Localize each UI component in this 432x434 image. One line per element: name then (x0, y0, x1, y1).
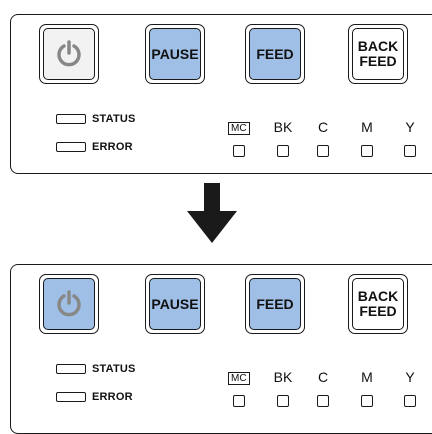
indicator-bk-light (277, 145, 289, 157)
indicator-mc-label: MC (228, 372, 250, 385)
status-label: STATUS (92, 363, 136, 375)
indicator-m-light (361, 145, 373, 157)
power-button-lit[interactable] (39, 274, 99, 334)
status-label: STATUS (92, 113, 136, 125)
indicator-bk-label: BK (273, 119, 293, 135)
indicator-m-light (361, 395, 373, 407)
pause-button-label: PAUSE (149, 278, 201, 330)
power-button[interactable] (39, 24, 99, 84)
indicator-c-light (317, 395, 329, 407)
indicator-c-label: C (317, 369, 329, 385)
error-label: ERROR (92, 391, 133, 403)
back-feed-button[interactable]: BACK FEED (348, 24, 408, 84)
indicator-bk-light (277, 395, 289, 407)
feed-button-label: FEED (249, 28, 301, 80)
status-led-row: STATUS (56, 113, 136, 125)
error-led (56, 392, 86, 402)
indicator-mc-light (233, 395, 245, 407)
indicator-mc-light (233, 145, 245, 157)
error-led (56, 142, 86, 152)
printer-panel-before: PAUSE FEED BACK FEED STATUS ERROR MC BK … (10, 14, 432, 174)
arrow-down-icon (187, 183, 237, 243)
status-led (56, 364, 86, 374)
error-led-row: ERROR (56, 141, 133, 153)
indicator-bk-label: BK (273, 369, 293, 385)
back-feed-button[interactable]: BACK FEED (348, 274, 408, 334)
pause-button[interactable]: PAUSE (145, 274, 205, 334)
indicator-m-label: M (361, 369, 373, 385)
indicator-y-light (404, 145, 416, 157)
printer-panel-after: PAUSE FEED BACK FEED STATUS ERROR MC BK … (10, 264, 432, 434)
pause-button-label: PAUSE (149, 28, 201, 80)
indicator-y-label: Y (405, 369, 415, 385)
back-feed-button-label: BACK FEED (352, 278, 404, 330)
indicator-mc-label: MC (228, 122, 250, 135)
feed-button-label: FEED (249, 278, 301, 330)
indicator-m-label: M (361, 119, 373, 135)
power-icon (57, 290, 81, 317)
indicator-y-light (404, 395, 416, 407)
error-label: ERROR (92, 141, 133, 153)
indicator-c-label: C (317, 119, 329, 135)
status-led-row: STATUS (56, 363, 136, 375)
error-led-row: ERROR (56, 391, 133, 403)
indicator-c-light (317, 145, 329, 157)
pause-button[interactable]: PAUSE (145, 24, 205, 84)
feed-button[interactable]: FEED (245, 274, 305, 334)
status-led (56, 114, 86, 124)
indicator-y-label: Y (405, 119, 415, 135)
power-icon (57, 40, 81, 67)
back-feed-button-label: BACK FEED (352, 28, 404, 80)
feed-button[interactable]: FEED (245, 24, 305, 84)
